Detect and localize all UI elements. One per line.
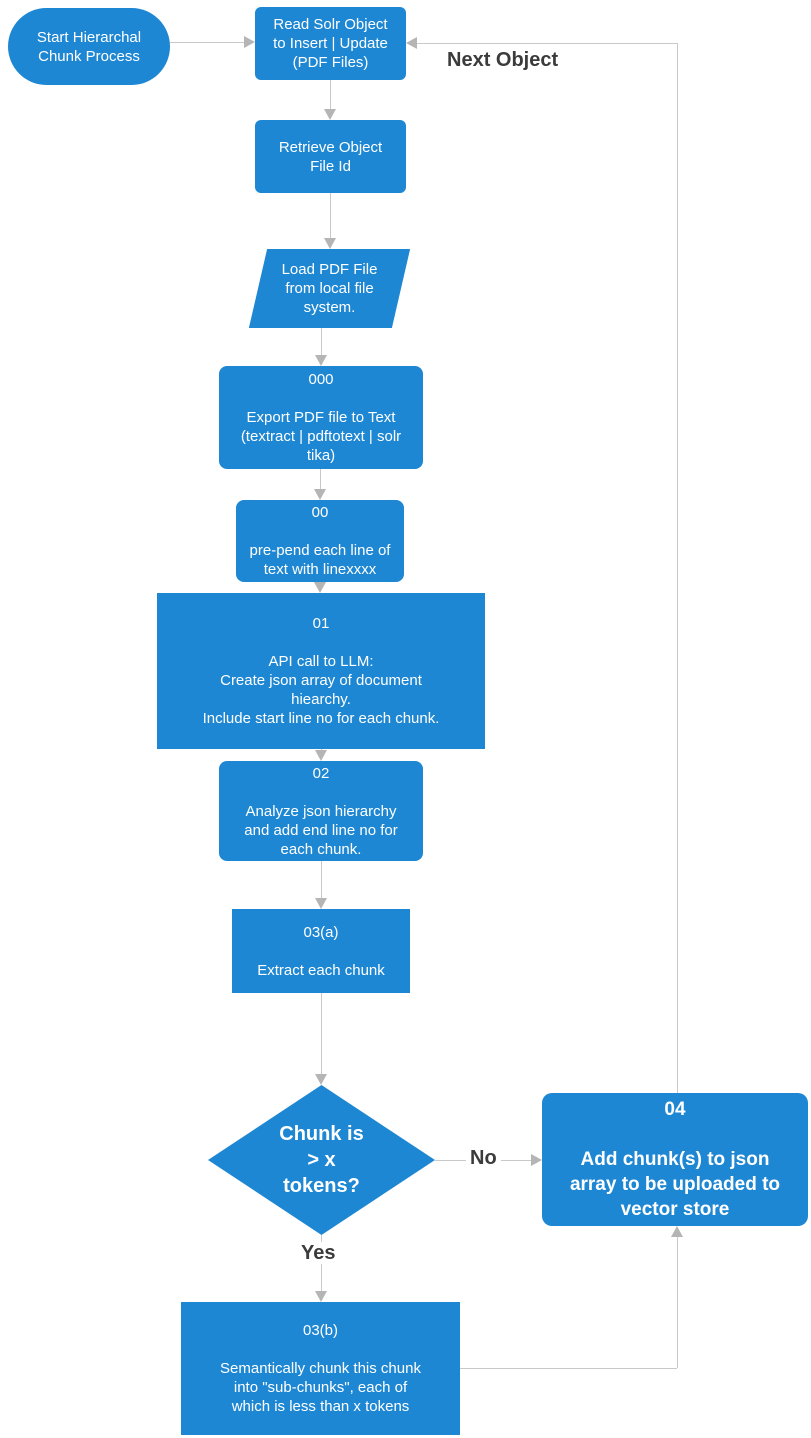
node-semantic-chunk-label: Semantically chunk this chunk into "sub-… (220, 1360, 421, 1415)
arrowhead-prepend-to-api (314, 582, 326, 593)
node-read-solr-label: Read Solr Object to Insert | Update (PDF… (273, 16, 388, 71)
node-prepend-lines: 00 pre-pend each line of text with linex… (236, 500, 404, 582)
node-analyze-hierarchy: 02 Analyze json hierarchy and add end li… (219, 761, 423, 861)
arrowhead-decision-yes-to-semantic (315, 1291, 327, 1302)
node-add-chunks-to-json: 04 Add chunk(s) to json array to be uplo… (542, 1093, 808, 1226)
node-read-solr-object: Read Solr Object to Insert | Update (PDF… (255, 7, 406, 80)
node-semantic-chunk-id: 03(b) (302, 1322, 339, 1339)
arrowhead-retrieve-to-load (324, 238, 336, 249)
connector-semantic-to-add-horizontal (460, 1368, 677, 1369)
connector-retrieve-to-load (330, 193, 331, 238)
edge-label-next-object: Next Object (443, 49, 563, 71)
connector-start-to-read (170, 42, 245, 43)
node-extract-label: Extract each chunk (257, 961, 385, 979)
connector-load-to-export (321, 328, 322, 355)
connector-extract-to-decision (321, 993, 322, 1074)
node-decision-chunk-size: Chunk is > x tokens? (208, 1085, 435, 1235)
connector-loop-horizontal (417, 43, 677, 44)
node-retrieve-file-id: Retrieve Object File Id (255, 120, 406, 193)
node-semantic-chunk: 03(b) Semantically chunk this chunk into… (181, 1302, 460, 1435)
node-start-label: Start Hierarchal Chunk Process (36, 28, 142, 65)
node-prepend-label: pre-pend each line of text with linexxxx (249, 542, 391, 578)
node-retrieve-file-id-label: Retrieve Object File Id (278, 138, 383, 175)
node-export-pdf-to-text: 000 Export PDF file to Text (textract | … (219, 366, 423, 469)
node-add-chunks-id: 04 (664, 1099, 686, 1120)
node-add-chunks-label: Add chunk(s) to json array to be uploade… (569, 1149, 781, 1220)
node-prepend-id: 00 (311, 504, 329, 521)
arrowhead-start-to-read (244, 36, 255, 48)
arrowhead-api-to-analyze (315, 750, 327, 761)
node-export-pdf-label: Export PDF file to Text (textract | pdft… (240, 409, 402, 464)
arrowhead-read-to-retrieve (324, 109, 336, 120)
node-export-pdf-id: 000 (308, 371, 334, 388)
node-load-pdf-label: Load PDF File from local file system. (281, 261, 378, 316)
node-start-terminator: Start Hierarchal Chunk Process (8, 8, 170, 85)
node-load-pdf-parallelogram: Load PDF File from local file system. (258, 249, 401, 328)
node-analyze-id: 02 (312, 764, 330, 782)
arrowhead-semantic-to-add (671, 1226, 683, 1237)
edge-label-no: No (466, 1147, 501, 1169)
arrowhead-loop-to-read (406, 37, 417, 49)
node-decision-label: Chunk is > x tokens? (279, 1123, 364, 1197)
connector-semantic-to-add-vertical (677, 1237, 678, 1368)
arrowhead-analyze-to-extract (315, 898, 327, 909)
connector-read-to-retrieve (330, 80, 331, 110)
connector-loop-vertical (677, 43, 678, 1093)
arrowhead-extract-to-decision (315, 1074, 327, 1085)
connector-export-to-prepend (320, 469, 321, 489)
node-extract-id: 03(a) (303, 923, 339, 941)
arrowhead-export-to-prepend (314, 489, 326, 500)
node-analyze-label: Analyze json hierarchy and add end line … (244, 802, 398, 858)
arrowhead-load-to-export (315, 355, 327, 366)
arrowhead-decision-no-to-add (531, 1154, 542, 1166)
node-api-call-label: API call to LLM: Create json array of do… (202, 653, 440, 727)
node-extract-chunk: 03(a) Extract each chunk (232, 909, 410, 993)
connector-analyze-to-extract (321, 861, 322, 898)
node-api-call-llm: 01 API call to LLM: Create json array of… (157, 593, 485, 749)
node-api-call-id: 01 (312, 615, 330, 632)
edge-label-yes: Yes (297, 1242, 340, 1264)
